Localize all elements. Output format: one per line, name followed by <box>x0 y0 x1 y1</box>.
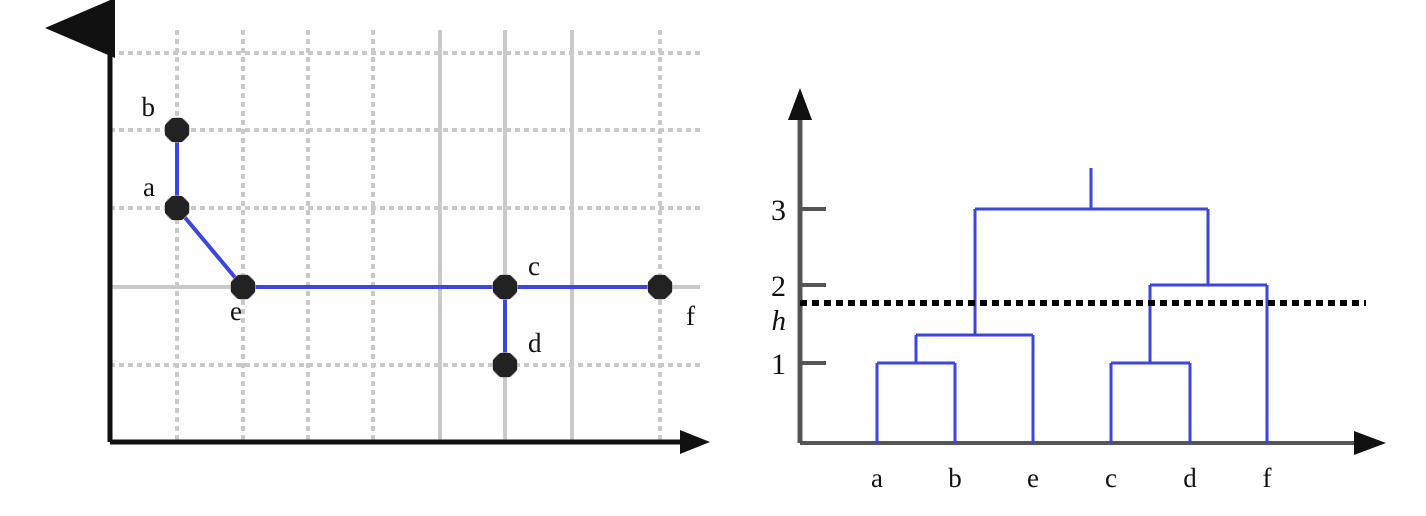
data-point-c[interactable] <box>492 274 518 300</box>
dendro-y-tick-labels: 3 2 h 1 <box>771 194 786 381</box>
leaf-label-b: b <box>948 463 962 493</box>
scatter-axes <box>45 0 710 454</box>
dendrogram-tree <box>875 168 1269 443</box>
data-point-f[interactable] <box>647 274 673 300</box>
x-axis-arrowhead <box>680 430 710 454</box>
y-cut-label-h: h <box>772 305 787 337</box>
dendrogram-axes <box>788 88 1386 455</box>
leaf-label-f: f <box>1263 463 1272 493</box>
scatter-svg: b a e c d f <box>45 0 710 454</box>
edge-a-e <box>175 206 245 289</box>
dendrogram-panel: 3 2 h 1 <box>760 0 1426 516</box>
leaf-label-c: c <box>1105 463 1117 493</box>
data-point-d[interactable] <box>492 352 518 378</box>
scatter-label-e: e <box>230 296 242 326</box>
scatter-grid-panel: b a e c d f <box>45 0 710 454</box>
grid-horizontal-lines <box>110 51 700 367</box>
data-point-markers <box>164 117 673 378</box>
leaf-label-a: a <box>871 463 883 493</box>
leaf-label-e: e <box>1027 463 1039 493</box>
dendro-x-axis-arrowhead <box>1354 431 1386 455</box>
data-point-b[interactable] <box>164 117 190 143</box>
y-tick-label-2: 2 <box>771 270 786 303</box>
grid-vertical-lines <box>175 30 662 442</box>
mst-edges <box>175 128 662 367</box>
dendrogram-svg: 3 2 h 1 <box>771 88 1386 493</box>
scatter-label-d: d <box>528 328 542 358</box>
dendro-y-axis-arrowhead <box>788 88 812 120</box>
data-point-a[interactable] <box>164 195 190 221</box>
data-point-e[interactable] <box>230 274 256 300</box>
scatter-label-a: a <box>143 172 155 202</box>
scatter-label-b: b <box>142 92 156 122</box>
scatter-label-c: c <box>528 251 540 281</box>
y-tick-label-1: 1 <box>771 348 786 381</box>
leaf-label-d: d <box>1183 463 1197 493</box>
dendro-y-ticks <box>800 207 826 365</box>
scatter-label-f: f <box>686 301 695 331</box>
dendro-leaf-labels: a b e c d f <box>871 463 1271 493</box>
scatter-point-labels: b a e c d f <box>142 92 696 358</box>
y-tick-label-3: 3 <box>771 194 786 227</box>
